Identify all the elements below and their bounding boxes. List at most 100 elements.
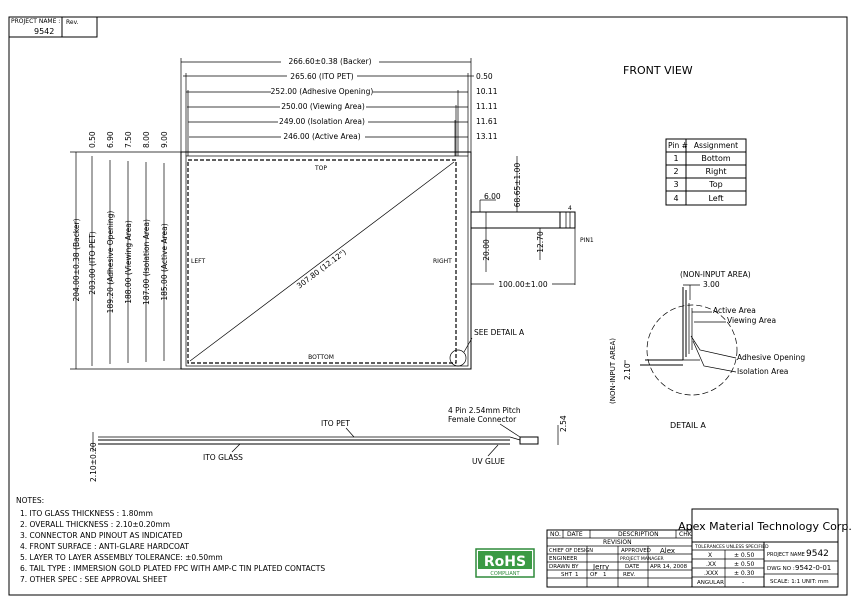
tb-of: OF bbox=[590, 572, 598, 578]
dim-top-isolation: 249.00 (Isolation Area) bbox=[279, 117, 365, 126]
project-name: 9542 bbox=[34, 27, 54, 36]
detail-dim-2-1: 2.10 bbox=[623, 363, 632, 380]
tb-approved: APPROVED bbox=[621, 548, 651, 554]
panel-bottom-label: BOTTOM bbox=[308, 354, 334, 361]
tb-project-manager: PROJECT MANAGER bbox=[620, 556, 664, 562]
top-dimensions: 266.60±0.38 (Backer) 265.60 (ITO PET) 0.… bbox=[180, 57, 498, 156]
side-connector-line2: Female Connector bbox=[448, 415, 517, 424]
tol-angular-val: - bbox=[742, 579, 744, 586]
detail-a-circle bbox=[449, 349, 467, 367]
pin-3-assignment: Top bbox=[708, 180, 723, 189]
rev-no: NO. bbox=[550, 531, 561, 538]
tb-dwg-label: DWG NO : bbox=[767, 566, 795, 572]
tb-project-name: 9542 bbox=[806, 549, 829, 559]
rohs-mark: RoHS bbox=[484, 554, 526, 570]
rohs-logo: RoHS COMPLIANT bbox=[475, 548, 535, 578]
pin-table-header-pin: Pin # bbox=[668, 141, 688, 150]
pin-1: 1 bbox=[673, 154, 678, 163]
tail-dim-100: 100.00±1.00 bbox=[498, 280, 547, 289]
dim-left-viewing: 188.00 (Viewing Area) bbox=[124, 220, 133, 304]
tb-date-label: DATE bbox=[625, 564, 640, 570]
side-thickness: 2.10±0.20 bbox=[89, 442, 98, 482]
pin-table-header-assignment: Assignment bbox=[694, 141, 738, 150]
fpc-tail: 6.00 68.65±1.00 20.00 12.70 100.00±1.00 … bbox=[471, 156, 594, 289]
front-view-title: FRONT VIEW bbox=[623, 64, 693, 77]
side-connector-line1: 4 Pin 2.54mm Pitch bbox=[448, 406, 521, 415]
rev-label: Rev. bbox=[66, 19, 79, 26]
detail-adhesive: Adhesive Opening bbox=[737, 353, 805, 362]
tail-dim-68: 68.65±1.00 bbox=[513, 163, 522, 208]
tol-xxx: .XXX bbox=[704, 570, 718, 577]
rev-revision: REVISION bbox=[603, 539, 632, 546]
pin-3: 3 bbox=[673, 180, 678, 189]
tb-engineer: ENGINEER bbox=[549, 556, 578, 562]
tail-dim-12: 12.70 bbox=[536, 231, 545, 253]
tb-chief: CHIEF OF DESIGN bbox=[549, 548, 593, 554]
dim-left-active: 185.00 (Active Area) bbox=[160, 223, 169, 300]
pin-2-assignment: Right bbox=[705, 167, 726, 176]
tb-of-val: 1 bbox=[603, 572, 607, 578]
detail-active-area: Active Area bbox=[713, 306, 756, 315]
panel-diagonal-label: 307.80 (12.12") bbox=[295, 247, 348, 290]
dim-top-viewing: 250.00 (Viewing Area) bbox=[281, 102, 365, 111]
dim-top-adhesive-right: 10.11 bbox=[476, 87, 498, 96]
tb-dwg-no: 9542-0-01 bbox=[795, 564, 831, 572]
tolerances-title: TOLERANCES UNLESS SPECIFIED bbox=[694, 544, 769, 550]
notes-title: NOTES: bbox=[16, 496, 44, 505]
note-7: 7. OTHER SPEC : SEE APPROVAL SHEET bbox=[20, 575, 168, 584]
left-dimensions: 204.00±0.38 (Backer) 203.00 (ITO PET) 18… bbox=[70, 131, 190, 370]
dim-top-ito-pet: 265.60 (ITO PET) bbox=[290, 72, 353, 81]
detail-isolation: Isolation Area bbox=[737, 367, 788, 376]
rev-chk: CHK bbox=[679, 531, 693, 538]
side-dim-2-54: 2.54 bbox=[559, 415, 568, 432]
tol-xx-val: ± 0.50 bbox=[734, 561, 754, 568]
tol-x-val: ± 0.50 bbox=[734, 552, 754, 559]
project-name-label: PROJECT NAME : bbox=[11, 18, 60, 25]
dim-left-active-top: 9.00 bbox=[160, 131, 169, 148]
dim-top-viewing-right: 11.11 bbox=[476, 102, 498, 111]
tol-xxx-val: ± 0.30 bbox=[734, 570, 754, 577]
tb-drawn-name: Jerry bbox=[592, 563, 609, 571]
panel-right-label: RIGHT bbox=[433, 258, 452, 265]
pin-2: 2 bbox=[673, 167, 678, 176]
tb-date-value: APR 14, 2008 bbox=[650, 564, 688, 570]
tail-dim-6: 6.00 bbox=[484, 192, 501, 201]
tb-rev: REV. bbox=[623, 572, 635, 578]
dim-left-isolation-top: 8.00 bbox=[142, 131, 151, 148]
detail-a-title: DETAIL A bbox=[670, 421, 706, 430]
tail-dim-20: 20.00 bbox=[482, 239, 491, 261]
active-area-outline bbox=[187, 159, 457, 364]
side-ito-pet: ITO PET bbox=[321, 419, 350, 428]
rohs-sub: COMPLIANT bbox=[490, 571, 520, 577]
dim-left-ito-pet: 203.00 (ITO PET) bbox=[88, 231, 97, 294]
rev-date: DATE bbox=[567, 531, 583, 538]
dim-left-adhesive: 189.20 (Adhesive Opening) bbox=[106, 211, 115, 314]
pin1-label: PIN1 bbox=[580, 237, 594, 244]
pin-4-assignment: Left bbox=[708, 194, 723, 203]
tol-x: X bbox=[708, 552, 712, 559]
dim-top-backer: 266.60±0.38 (Backer) bbox=[288, 57, 371, 66]
detail-viewing-area: Viewing Area bbox=[727, 316, 776, 325]
dim-left-ito-pet-top: 0.50 bbox=[88, 131, 97, 148]
rev-description: DESCRIPTION bbox=[618, 531, 659, 538]
side-view: 2.10±0.20 2.54 ITO PET ITO GLASS UV GLUE… bbox=[89, 406, 568, 482]
pin4-label: 4 bbox=[568, 205, 572, 212]
tb-drawn-by: DRAWN BY bbox=[549, 564, 579, 570]
dim-top-active-right: 13.11 bbox=[476, 132, 498, 141]
dim-left-adhesive-top: 6.90 bbox=[106, 131, 115, 148]
tb-scale: SCALE: 1:1 UNIT: mm bbox=[770, 579, 829, 585]
dim-left-isolation: 187.00 (Isolation Area) bbox=[142, 219, 151, 305]
side-ito-glass: ITO GLASS bbox=[203, 453, 243, 462]
project-box: PROJECT NAME : 9542 Rev. bbox=[8, 16, 98, 38]
tb-approved-by: Alex bbox=[660, 547, 675, 555]
dim-top-ito-pet-right: 0.50 bbox=[476, 72, 493, 81]
note-2: 2. OVERALL THICKNESS : 2.10±0.20mm bbox=[20, 520, 170, 529]
tol-angular: ANGULAR bbox=[697, 580, 724, 586]
dim-top-active: 246.00 (Active Area) bbox=[283, 132, 360, 141]
tol-xx: .XX bbox=[706, 561, 716, 568]
detail-dim-3: 3.00 bbox=[703, 280, 720, 289]
note-5: 5. LAYER TO LAYER ASSEMBLY TOLERANCE: ±0… bbox=[20, 553, 223, 562]
dim-top-adhesive: 252.00 (Adhesive Opening) bbox=[271, 87, 374, 96]
dim-top-isolation-right: 11.61 bbox=[476, 117, 498, 126]
